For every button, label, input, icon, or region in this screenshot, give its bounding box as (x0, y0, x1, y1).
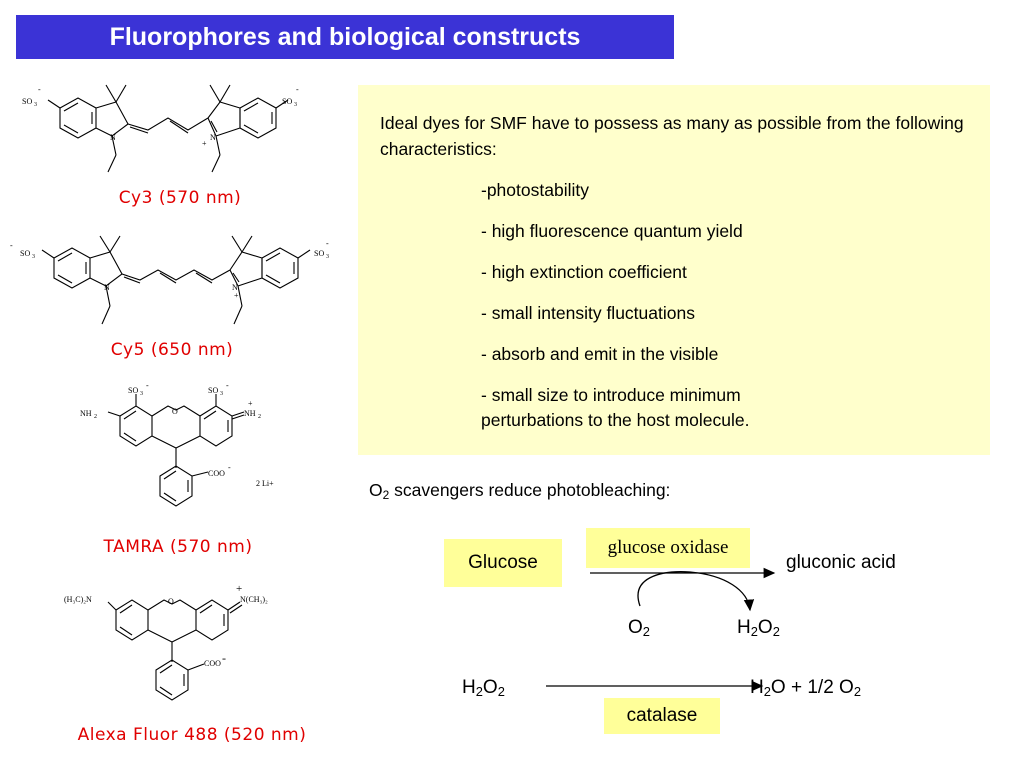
svg-text:SO: SO (20, 249, 30, 258)
glucose-label: Glucose (444, 539, 562, 587)
svg-text:-: - (146, 381, 149, 390)
slide-title: Fluorophores and biological constructs (16, 15, 674, 59)
svg-text:N: N (110, 133, 116, 142)
svg-text:-: - (228, 463, 231, 472)
svg-text:O: O (168, 597, 174, 606)
svg-text:COO: COO (208, 469, 225, 478)
svg-text:3: 3 (220, 391, 223, 397)
svg-text:+: + (234, 291, 239, 300)
cy5-caption: Cy5 (650 nm) (110, 340, 234, 360)
svg-text:3: 3 (34, 102, 37, 108)
svg-text:-: - (10, 241, 13, 250)
svg-text:+: + (236, 584, 242, 595)
svg-text:N(CH₃)₂: N(CH₃)₂ (240, 595, 268, 604)
svg-text:-: - (226, 381, 229, 390)
svg-text:N: N (210, 133, 216, 142)
list-item: - small intensity fluctuations (481, 303, 695, 323)
list-item: - absorb and emit in the visible (481, 344, 719, 364)
svg-text:3: 3 (326, 254, 329, 260)
list-item: -photostability (481, 180, 589, 200)
svg-text:3: 3 (294, 102, 297, 108)
tamra-caption: TAMRA (570 nm) (103, 537, 253, 557)
svg-text:-: - (296, 85, 299, 94)
dye-requirements-box (358, 85, 990, 455)
svg-text:SO: SO (22, 97, 32, 106)
glucose-oxidase-label: glucose oxidase (586, 528, 750, 568)
h2o2-product-label: H2O2 (737, 617, 780, 640)
dye-requirements-intro: Ideal dyes for SMF have to possess as ma… (380, 113, 964, 159)
svg-text:SO: SO (128, 386, 138, 395)
svg-text:SO: SO (282, 97, 292, 106)
svg-text:+: + (202, 139, 207, 148)
svg-text:-: - (38, 85, 41, 94)
dye-requirements-list: -photostability - high fluorescence quan… (481, 178, 981, 449)
svg-text:+: + (248, 399, 253, 408)
o2-reactant-label: O2 (628, 617, 650, 640)
svg-text:N: N (104, 283, 110, 292)
alexa488-structure: (H₃C)₂N O N(CH₃)₂ + COO - (64, 584, 268, 701)
svg-text:NH: NH (244, 409, 256, 418)
svg-text:2: 2 (258, 414, 261, 420)
svg-text:(H₃C)₂N: (H₃C)₂N (64, 595, 92, 604)
svg-text:3: 3 (140, 391, 143, 397)
cy3-caption: Cy3 (570 nm) (118, 188, 242, 208)
svg-text:SO: SO (208, 386, 218, 395)
svg-text:-: - (222, 651, 226, 665)
scavengers-heading: O2 scavengers reduce photobleaching: (369, 480, 671, 502)
svg-text:3: 3 (32, 254, 35, 260)
svg-text:NH: NH (80, 409, 92, 418)
list-item: - high fluorescence quantum yield (481, 221, 743, 241)
svg-text:2: 2 (94, 414, 97, 420)
svg-text:N: N (232, 283, 238, 292)
alexa488-caption: Alexa Fluor 488 (520 nm) (77, 725, 307, 745)
svg-text:2 Li+: 2 Li+ (256, 479, 274, 488)
svg-text:-: - (326, 239, 329, 248)
svg-text:COO: COO (204, 659, 221, 668)
water-oxygen-product-label: H2O + 1/2 O2 (750, 677, 862, 700)
svg-text:O: O (172, 407, 178, 416)
svg-text:SO: SO (314, 249, 324, 258)
list-item: - high extinction coefficient (481, 262, 687, 282)
catalase-label: catalase (604, 698, 720, 734)
h2o2-substrate-label: H2O2 (462, 677, 505, 700)
gluconic-acid-label: gluconic acid (786, 552, 896, 573)
list-item: - small size to introduce minimum pertur… (481, 385, 750, 430)
